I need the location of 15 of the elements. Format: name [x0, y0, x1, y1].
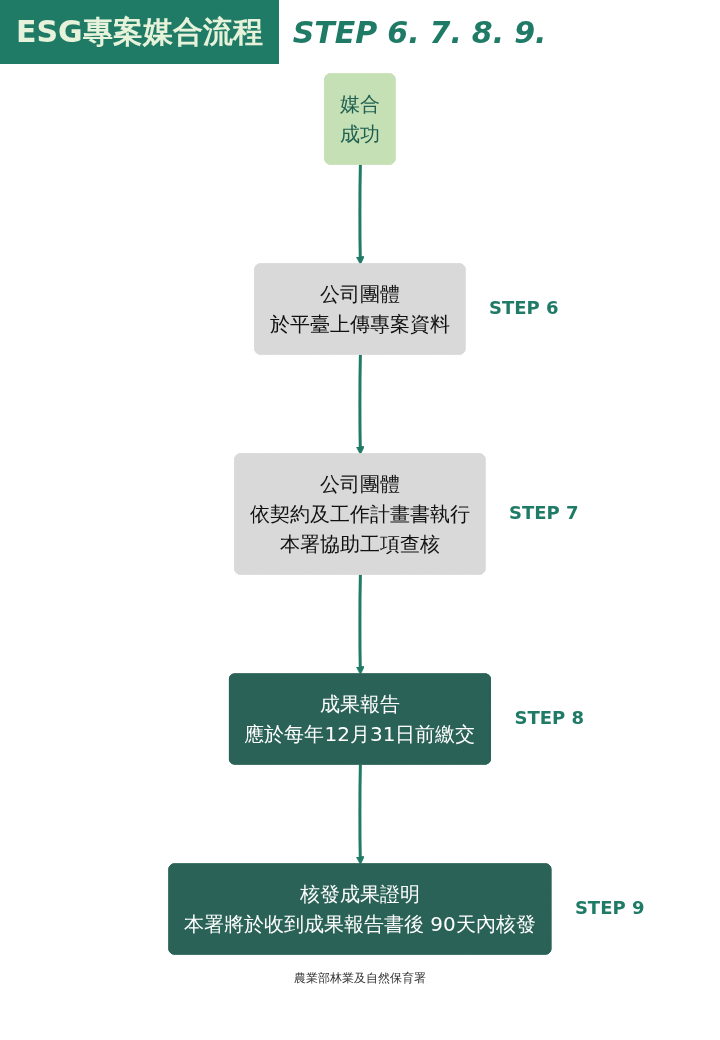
- step-label: STEP 6: [489, 297, 559, 318]
- step-label: STEP 7: [509, 502, 579, 523]
- step-heading: STEP: [292, 14, 378, 50]
- title: ESG專案媒合流程: [15, 12, 264, 51]
- footer-text: 農業部林業及自然保育署: [294, 971, 426, 985]
- step-label: STEP 9: [574, 897, 645, 918]
- arrow: [355, 354, 365, 455]
- step-number: 6.: [387, 14, 420, 50]
- step-label: STEP 8: [514, 707, 584, 728]
- step-number: 8.: [471, 14, 505, 50]
- arrow: [355, 164, 365, 265]
- arrow: [355, 764, 365, 865]
- step-number: 7.: [429, 14, 462, 50]
- step-number: 9.: [514, 14, 547, 50]
- arrow: [355, 574, 365, 675]
